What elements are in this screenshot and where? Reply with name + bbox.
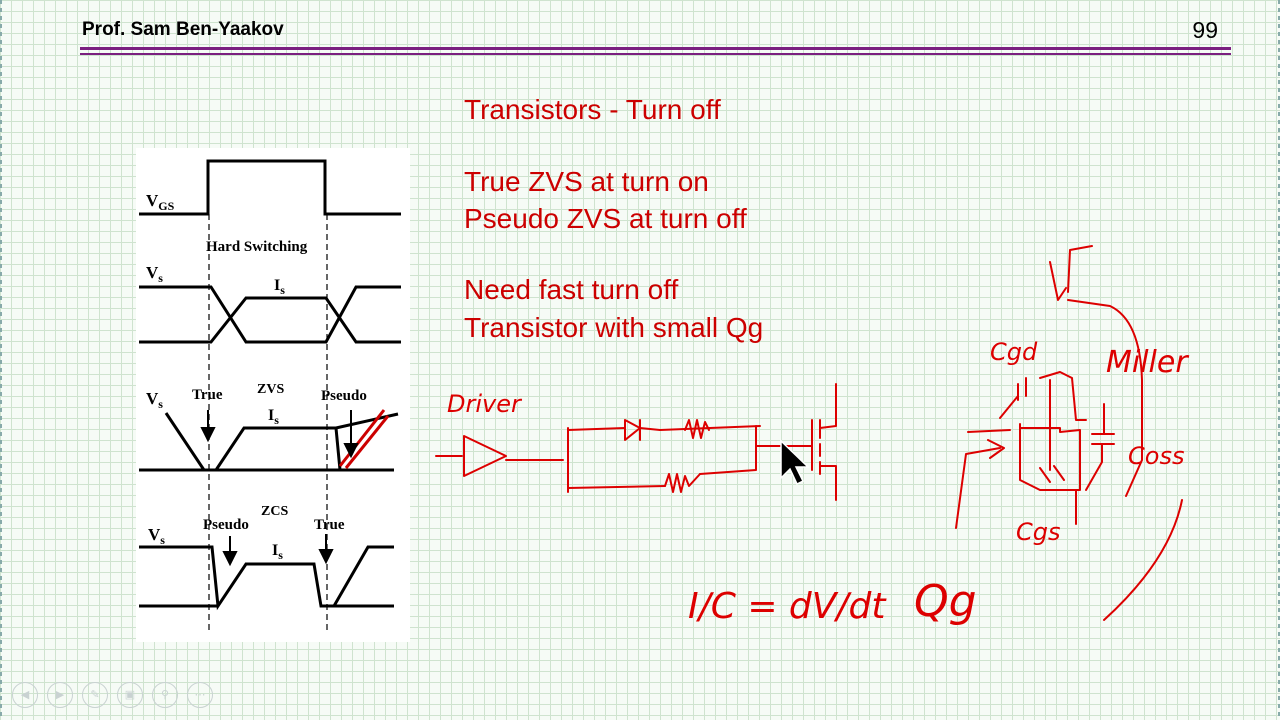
header-rule-thin [80,53,1231,55]
coss-annotation: Coss [1128,442,1184,470]
vgs-waveform [139,159,401,216]
pseudo-ink-line-1 [338,409,386,467]
author-name: Prof. Sam Ben-Yaakov [82,19,284,40]
mosfet-capacitance-model [967,379,1081,491]
gate-diode [624,419,661,441]
hard-vs-waveform [139,285,401,344]
zcs-true-label: True [314,517,345,533]
cgd-capacitor [999,371,1087,421]
driver-annotation: Driver [447,390,523,418]
more-icon[interactable]: ⋯ [187,682,213,708]
hard-is-waveform [139,296,401,344]
gate-network [567,425,761,493]
slide-line-4: Transistor with small Qg [464,312,764,343]
slide-line-2: Pseudo ZVS at turn off [464,203,747,234]
pen-icon[interactable]: ✎ [82,682,108,708]
qg-annotation: Qg [914,576,977,627]
zvs-pseudo-label: Pseudo [321,388,367,404]
ink-stroke [1103,499,1183,621]
gate-drive-arrow [955,439,1005,529]
true-arrow-zvs-head [200,427,216,443]
gate-resistor-top [684,419,710,439]
zvs-is-fall [334,427,342,471]
cgd-annotation: Cgd [990,338,1038,366]
zcs-vs-waveform [139,545,394,611]
waveform-background [136,148,410,642]
zvs-label: ZVS [257,382,284,397]
hard-is-label: Is [274,277,285,297]
slide-title: Transistors - Turn off [464,94,721,125]
vgs-label: VGS [146,191,175,213]
cgs-capacitor [1039,465,1077,525]
page-number: 99 [1192,17,1218,43]
cgs-annotation: Cgs [1016,518,1061,546]
presentation-controls: ◀ ▶ ✎ ▣ ⚲ ⋯ [12,682,213,708]
pseudo-arrow-zvs-head [343,443,359,459]
zvs-is-label: Is [268,407,279,427]
zvs-true-label: True [192,387,223,403]
coss-capacitor [1085,403,1115,491]
equation-annotation: I/C = dV/dt [688,586,887,627]
miller-annotation: Miller [1106,345,1189,380]
zcs-is-label: Is [272,542,283,562]
header-rule [80,47,1231,50]
miller-feedback-curve [1049,245,1143,497]
zoom-icon[interactable]: ⚲ [152,682,178,708]
zcs-label: ZCS [261,504,288,519]
zvs-vs-waveform [164,412,399,472]
switching-waveforms: VGS Hard Switching Vs Is ZVS True Pseudo… [136,148,410,642]
slide-line-3: Need fast turn off [464,274,679,305]
play-icon[interactable]: ▶ [47,682,73,708]
zcs-pseudo-label: Pseudo [203,517,249,533]
true-arrow-zcs-head [318,549,334,565]
gate-resistor-bottom [664,473,701,493]
zcs-vs-label: Vs [148,525,165,547]
zvs-vs-label: Vs [146,389,163,411]
prev-icon[interactable]: ◀ [12,682,38,708]
pseudo-arrow-zcs-head [222,551,238,567]
driver-symbol [435,435,564,477]
hard-switching-label: Hard Switching [206,239,308,255]
screen-icon[interactable]: ▣ [117,682,143,708]
slide-line-1: True ZVS at turn on [464,166,709,197]
mouse-cursor-icon [780,439,810,486]
pseudo-ink-line-2 [344,415,390,469]
slide-edge-right [1278,0,1280,720]
hard-vs-label: Vs [146,263,163,285]
slide-edge-left [0,0,2,720]
